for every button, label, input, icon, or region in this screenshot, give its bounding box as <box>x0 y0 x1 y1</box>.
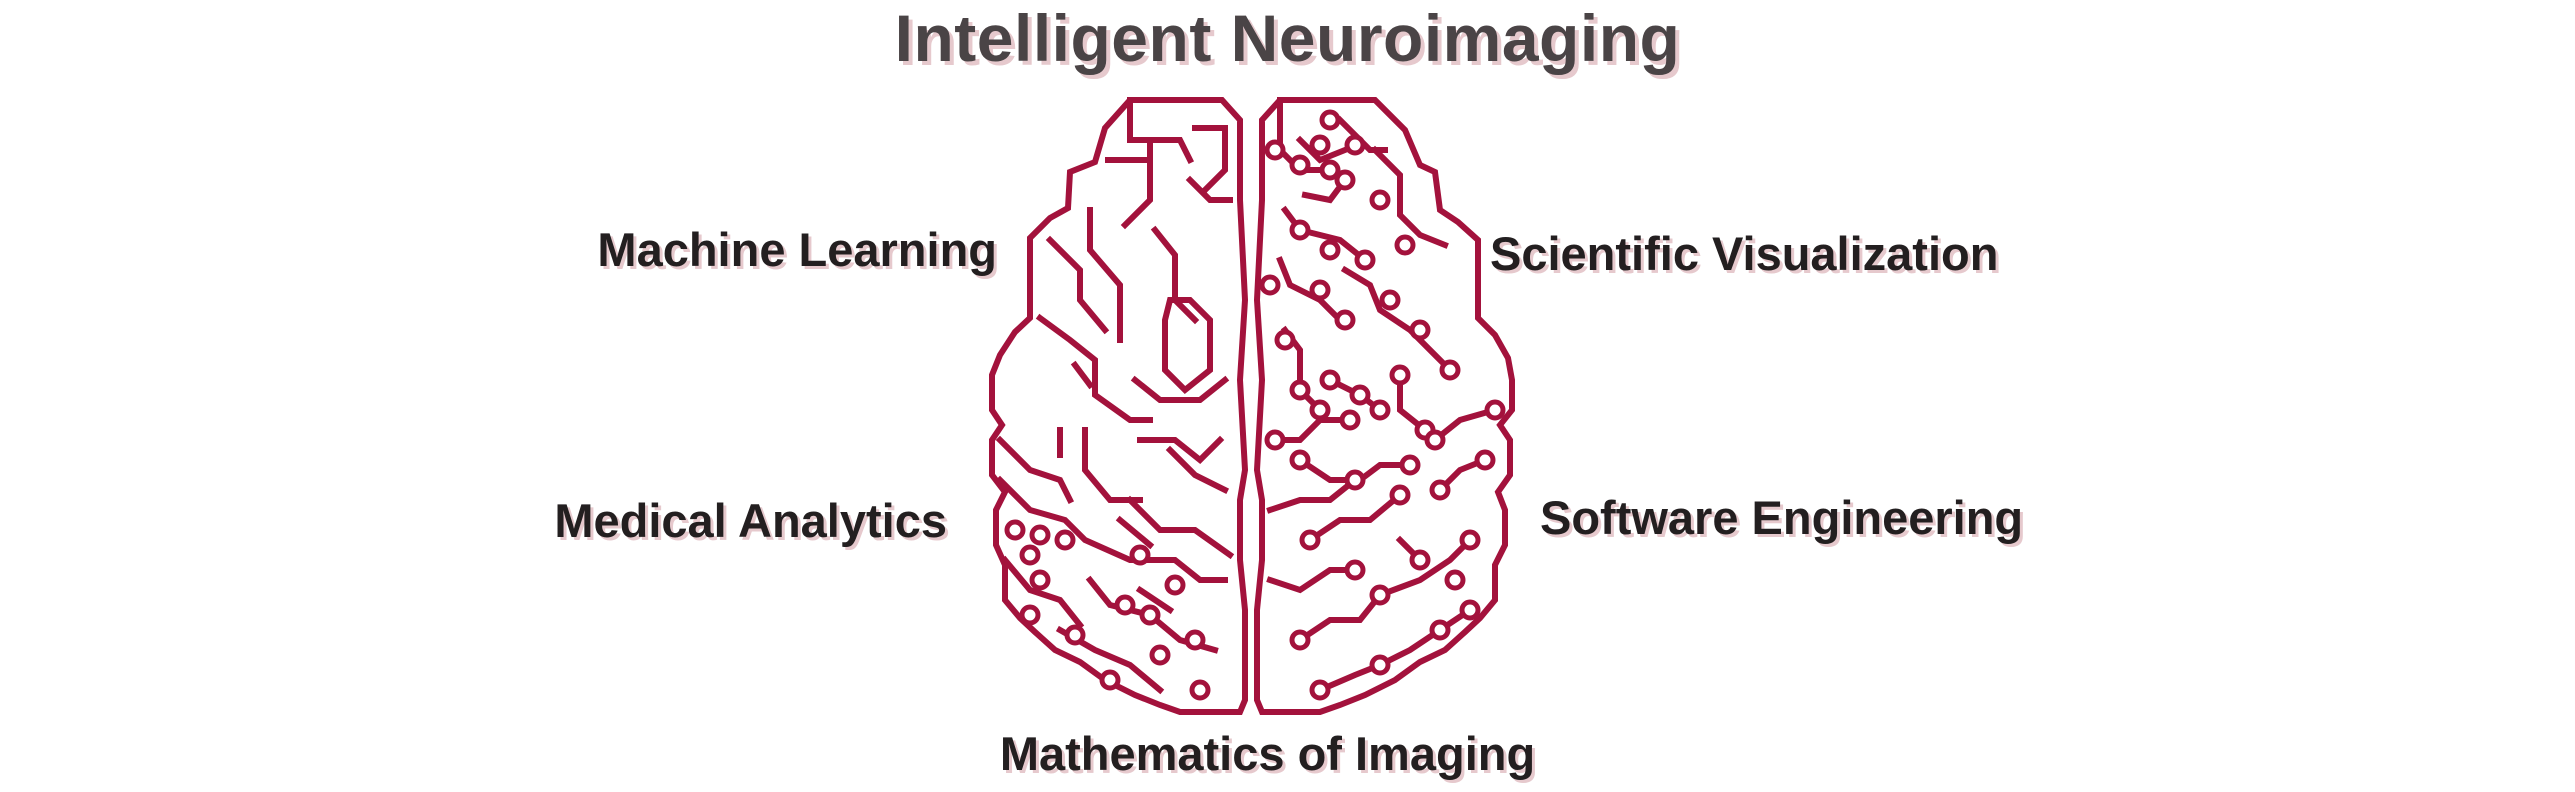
label-medical-analytics: Medical Analytics <box>554 494 947 547</box>
label-software-engineering: Software Engineering <box>1540 491 2024 544</box>
left-hemisphere-outline <box>989 97 1249 715</box>
right-hemisphere-outline <box>1253 97 1515 715</box>
circuit-nodes <box>1004 109 1506 701</box>
label-mathematics-of-imaging: Mathematics of Imaging <box>999 727 1536 780</box>
left-circuit-traces <box>995 97 1235 695</box>
label-scientific-visualization: Scientific Visualization <box>1490 227 1999 280</box>
diagram-title: Intelligent Neuroimaging <box>894 1 1681 75</box>
label-machine-learning: Machine Learning <box>597 223 997 276</box>
